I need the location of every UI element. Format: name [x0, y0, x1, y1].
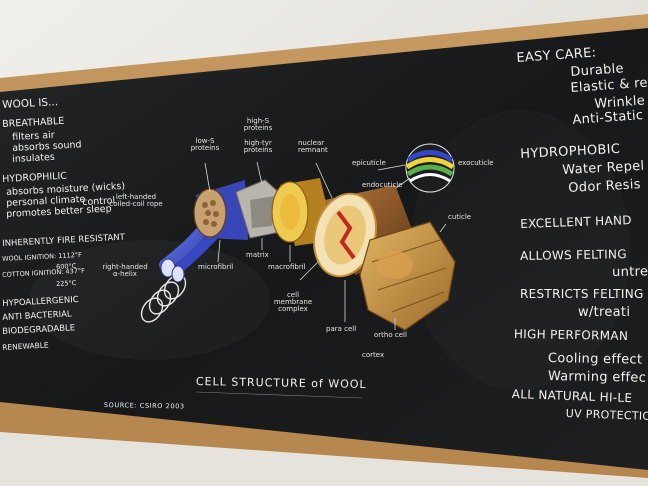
label-macrofibril: macrofibril — [268, 263, 306, 271]
left-line: 225°C — [55, 278, 77, 288]
right-line: ALLOWS FELTING — [519, 247, 627, 263]
microfibril — [193, 180, 248, 240]
right-line: UV PROTECTIO — [565, 407, 648, 423]
label-right-handed-helix: right-handed α-helix — [102, 263, 148, 278]
right-line: w/treati — [578, 305, 631, 320]
label-high-s-proteins: high-S proteins — [243, 117, 273, 132]
right-line: Cooling effect — [547, 351, 643, 368]
label-high-tyr-proteins: high-tyr proteins — [243, 139, 273, 154]
right-line: Durable — [569, 61, 625, 80]
right-line: RESTRICTS FELTING — [520, 287, 644, 301]
left-line: insulates — [11, 151, 56, 165]
label-cell-membrane-complex: cell membrane complex — [273, 291, 313, 313]
right-line: HIGH PERFORMAN — [513, 327, 629, 343]
label-nuclear-remnant: nuclear remnant — [298, 139, 328, 154]
right-line: untre — [611, 264, 648, 280]
label-microfibril: microfibril — [198, 263, 234, 271]
label-exocuticle: exocuticle — [458, 159, 494, 167]
epicuticle-zoom — [405, 143, 455, 193]
cuticle-block — [359, 221, 456, 331]
leader-lines — [204, 161, 447, 330]
label-cuticle: cuticle — [448, 213, 472, 221]
label-ortho-cell: ortho cell — [374, 331, 407, 339]
wall-bottom — [0, 432, 648, 486]
right-line: Warming effec — [547, 369, 647, 386]
label-para-cell: para cell — [326, 325, 357, 333]
title-underline — [195, 391, 363, 399]
label-left-handed-rope: left-handed coiled-coil rope — [109, 193, 163, 208]
label-epicuticle: epicuticle — [352, 159, 386, 167]
left-heading: WOOL IS... — [1, 96, 59, 111]
label-low-s-proteins: low-S proteins — [190, 137, 220, 152]
right-line: Odor Resis — [567, 177, 642, 196]
label-matrix: matrix — [246, 251, 269, 259]
source-credit: SOURCE: CSIRO 2003 — [103, 401, 185, 411]
right-line: EXCELLENT HAND — [519, 213, 633, 231]
label-cortex: cortex — [362, 351, 385, 359]
label-endocuticle: endocuticle — [362, 181, 403, 189]
diagram-title: CELL STRUCTURE of WOOL — [195, 375, 367, 391]
